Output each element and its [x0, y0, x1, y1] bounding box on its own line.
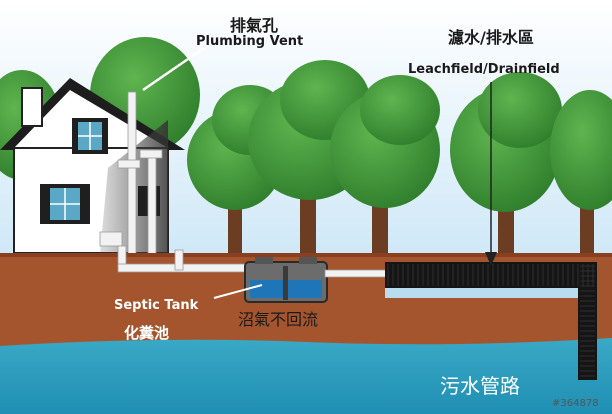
septic-tank-label-cn: 化糞池	[124, 324, 170, 342]
sewer-pipeline-label: 污水管路	[440, 374, 520, 398]
vent-label-en: Plumbing Vent	[196, 34, 304, 49]
drainfield-arrow	[485, 82, 497, 266]
tree	[550, 90, 612, 255]
stock-id-label: #364878	[552, 398, 599, 409]
vent-label-cn: 排氣孔	[230, 16, 279, 35]
septic-tank	[244, 257, 328, 303]
vent-callout-line	[142, 44, 208, 92]
tree	[450, 72, 562, 255]
septic-tank-label-en: Septic Tank	[114, 298, 199, 313]
drainfield-label-en: Leachfield/Drainfield	[408, 62, 560, 77]
no-backflow-label: 沼氣不回流	[238, 310, 319, 329]
drainfield	[385, 262, 597, 380]
tank-callout-line	[213, 284, 263, 299]
tree	[330, 75, 440, 255]
drain-pipe	[324, 269, 388, 278]
groundwater	[0, 338, 612, 414]
tree-group	[0, 37, 612, 255]
drainfield-label-cn: 濾水/排水區	[448, 28, 534, 47]
